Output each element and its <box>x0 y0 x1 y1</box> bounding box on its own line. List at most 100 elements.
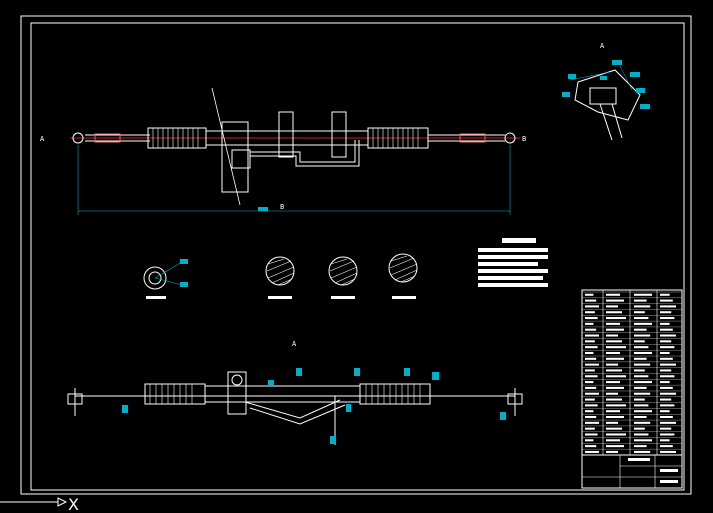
parts-list-cell-text <box>585 363 599 366</box>
cross-section-a <box>143 259 188 299</box>
parts-list-cell-text <box>634 369 645 372</box>
parts-list-cell-text <box>660 392 676 395</box>
dim-prefix-label: B <box>280 203 284 211</box>
parts-list-cell-text <box>585 317 598 320</box>
parts-list-cell-text <box>634 404 649 407</box>
parts-list-table <box>581 289 683 489</box>
parts-list-cell-text <box>660 351 670 354</box>
parts-list-cell-text <box>660 299 673 302</box>
parts-list-cell-text <box>585 427 595 430</box>
bottom-assembly-view: A <box>67 340 523 445</box>
parts-list-cell-text <box>660 427 672 430</box>
sheet-outer-border <box>20 15 692 495</box>
parts-list-cell-text <box>606 357 624 360</box>
parts-list-cell-text <box>585 299 597 302</box>
parts-list-cell-text <box>634 351 652 354</box>
parts-list-cell-text <box>606 415 624 419</box>
parts-list-cell-text <box>606 404 626 407</box>
parts-list-cell-text <box>660 369 672 372</box>
parts-list-cell-text <box>634 346 649 349</box>
parts-list-cell-text <box>606 398 622 401</box>
parts-list-cell-text <box>585 398 595 401</box>
parts-list-cell-text <box>606 346 626 349</box>
parts-list-cell-text <box>660 404 675 407</box>
parts-list-cell-text <box>606 351 620 354</box>
parts-list-cell-text <box>606 311 622 314</box>
parts-list-cell-text <box>634 381 652 384</box>
mount-bracket-right <box>331 111 347 158</box>
parts-list-cell-text <box>634 433 649 436</box>
parts-list-cell-text <box>660 340 672 343</box>
parts-list-cell-text <box>634 357 647 360</box>
parts-list-cell-text <box>606 317 626 320</box>
parts-list-cell-text <box>585 375 598 378</box>
parts-list-cell-text <box>585 351 594 354</box>
detail-section-mark: A <box>600 42 605 50</box>
parts-list-cell-text <box>634 439 652 442</box>
sheet-inner-frame <box>30 22 685 491</box>
parts-list-cell-text <box>660 311 672 314</box>
parts-list-cell-text <box>585 381 594 384</box>
left-end-label: A <box>40 135 45 143</box>
parts-list-cell-text <box>585 404 598 407</box>
parts-list-cell-text <box>585 410 594 413</box>
parts-list-cell-text <box>606 386 624 389</box>
ucs-axis-icon: X <box>0 495 79 513</box>
parts-list-cell-text <box>634 427 645 430</box>
parts-list-cell-text <box>634 415 647 419</box>
parts-list-cell-text <box>660 415 673 419</box>
parts-list-cell-text <box>634 334 651 337</box>
parts-list-cell-text <box>606 450 618 453</box>
parts-list-cell-text <box>660 445 673 448</box>
right-end-label: B <box>522 135 526 143</box>
parts-list-cell-text <box>585 369 595 372</box>
parts-list-cell-text <box>660 439 670 442</box>
parts-list-cell-text <box>606 293 620 296</box>
parts-list-cell-text <box>660 433 675 436</box>
parts-list-cell-text <box>585 392 599 395</box>
parts-list-cell-text <box>606 439 620 442</box>
parts-list-cell-text <box>660 398 672 401</box>
parts-list-cell-text <box>634 299 647 302</box>
parts-list-cell-text <box>585 450 599 453</box>
parts-list-cell-text <box>660 386 673 389</box>
parts-list-cell-text <box>660 322 670 325</box>
parts-list-cell-text <box>606 445 624 448</box>
parts-list-cell-text <box>606 328 624 331</box>
parts-list-cell-text <box>634 311 645 314</box>
parts-list-cell-text <box>660 317 675 320</box>
parts-list-cell-text <box>585 334 599 337</box>
parts-list-cell-text <box>606 340 622 343</box>
parts-list-cell-text <box>634 398 645 401</box>
title-block <box>581 454 683 489</box>
parts-list-cell-text <box>585 305 599 308</box>
parts-list-cell-text <box>634 410 652 413</box>
right-tie-rod-end <box>504 132 516 144</box>
parts-list-cell-text <box>585 328 597 331</box>
bottom-view-label: A <box>292 340 297 348</box>
pinion-housing <box>221 121 249 193</box>
parts-list-cell-text <box>634 375 649 378</box>
parts-list-cell-text <box>634 421 651 424</box>
parts-list-cell-text <box>585 357 597 360</box>
parts-list-cell-text <box>634 328 647 331</box>
parts-list-cell-text <box>585 322 594 325</box>
parts-list-cell-text <box>660 328 673 331</box>
parts-list-cell-text <box>660 305 676 308</box>
technical-requirements-block <box>478 238 548 287</box>
parts-list-cell-text <box>660 293 670 296</box>
parts-list-cell-text <box>634 386 647 389</box>
parts-list-cell-text <box>585 386 597 389</box>
pinion-detail-view: A <box>562 42 650 141</box>
parts-list-cell-text <box>634 445 647 448</box>
parts-list-cell-text <box>585 421 599 424</box>
parts-list-cell-text <box>606 375 626 378</box>
parts-list-cell-text <box>660 421 676 424</box>
parts-list-cell-text <box>634 305 651 308</box>
parts-list-cell-text <box>585 415 597 419</box>
parts-list-cell-text <box>660 450 676 453</box>
parts-list-cell-text <box>606 369 622 372</box>
parts-list-cell-text <box>634 293 652 296</box>
parts-list-cell-text <box>585 340 595 343</box>
